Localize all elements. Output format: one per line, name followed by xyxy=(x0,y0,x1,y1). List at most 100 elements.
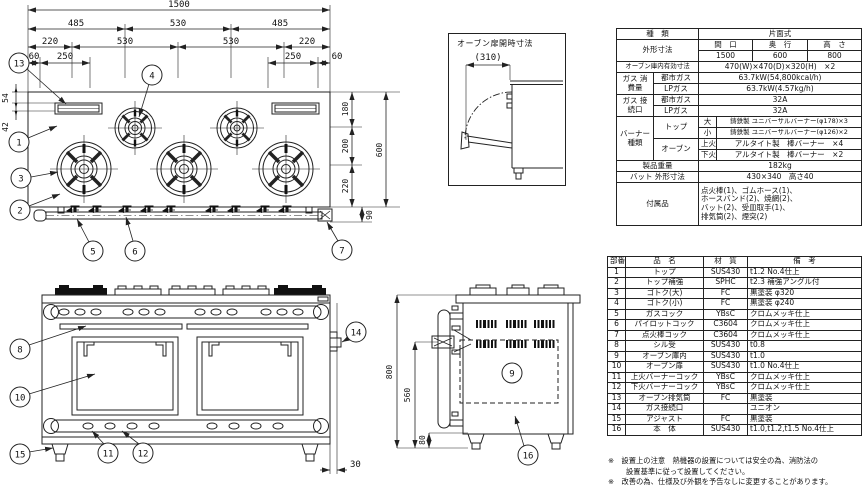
front-foot-left xyxy=(51,443,69,462)
part-material: SUS430 xyxy=(703,266,748,278)
oven-base xyxy=(512,167,563,180)
note-2: ※ 改善の為、仕様及び外観を予告なしに変更することがあります。 xyxy=(608,477,833,487)
svg-text:15: 15 xyxy=(15,451,26,461)
part-remarks: t1.0,t1.2,t1.5 No.4仕上 xyxy=(747,424,862,436)
svg-text:11: 11 xyxy=(103,450,114,460)
svg-text:14: 14 xyxy=(351,329,362,339)
spec-acc-label: 付属品 xyxy=(616,182,699,226)
dim-54: 54 xyxy=(1,93,10,103)
part-material: YBsC xyxy=(703,371,748,383)
part-name: ガス接続口 xyxy=(625,403,704,415)
part-name: ゴトク(大) xyxy=(625,287,704,299)
dim-30: 30 xyxy=(350,460,361,470)
spec-weight-label: 製品重量 xyxy=(616,160,699,172)
side-foot-back xyxy=(547,433,565,450)
parts-header-row: 部番 品 名 材 質 備 考 xyxy=(607,256,862,268)
large-burner-3 xyxy=(250,133,322,205)
bottom-rail xyxy=(43,418,329,434)
vent-slots xyxy=(476,320,555,348)
dim-180: 180 xyxy=(341,102,350,117)
door-swing-arc xyxy=(464,91,513,140)
spec-city-use: 63.7kW(54,800kcal/h) xyxy=(698,72,862,84)
spec-weight: 182kg xyxy=(698,160,862,172)
spec-lp-use: 63.7kW(4.57kg/h) xyxy=(698,83,862,95)
front-top-plate xyxy=(41,294,331,304)
part-material: FC xyxy=(703,392,748,404)
svg-text:12: 12 xyxy=(138,450,149,460)
part-remarks: 黒塗装 xyxy=(747,392,862,404)
acc-line-4: 排気筒(2)、煙突(2) xyxy=(701,211,768,221)
sill-receiver-right xyxy=(186,323,309,330)
part-remarks: クロムメッキ仕上 xyxy=(747,329,862,341)
dim-485-right: 485 xyxy=(272,19,288,29)
part-remarks: 黒塗装 φ240 xyxy=(747,298,862,310)
oven-door-open-title: オーブン扉開時寸法 xyxy=(457,39,534,48)
range-top-body xyxy=(27,91,331,208)
spec-outer-label: 外形寸法 xyxy=(616,39,699,62)
spec-kind-label: 種 類 xyxy=(616,28,699,40)
part-remarks: t1.0 xyxy=(747,350,862,362)
side-burner-profiles xyxy=(469,284,565,296)
part-name: ゴトク(小) xyxy=(625,298,704,310)
front-base xyxy=(41,436,331,445)
spec-burner-label: バーナー 種類 xyxy=(616,116,654,161)
footnotes: ※ 設置上の注意 熱機器の設置については安全の為、消防法の 設置基準に従って設置… xyxy=(608,456,863,488)
spec-col-w: 間 口 xyxy=(698,39,753,51)
gas-connection-fitting xyxy=(329,303,342,474)
callout-10: 10 xyxy=(9,373,96,408)
part-name: トップ補強 xyxy=(625,277,704,289)
acc-line-2: ホースバンド(2)、焼網(2)、 xyxy=(701,194,798,204)
open-door xyxy=(460,131,513,150)
pilot-window xyxy=(317,296,329,302)
spec-d: 600 xyxy=(752,50,808,62)
grate-silhouettes xyxy=(55,285,326,296)
callout-16: 16 xyxy=(514,415,539,466)
callout-8: 8 xyxy=(9,325,87,360)
door-handle xyxy=(155,341,167,357)
part-name: シル受 xyxy=(625,340,704,352)
spec-lower-label: 下火 xyxy=(698,149,717,161)
oven-exhaust-strip-right xyxy=(271,102,320,115)
part-material: SUS430 xyxy=(703,424,748,436)
spec-upper-label: 上火 xyxy=(698,138,717,150)
part-name: 下火バーナーコック xyxy=(625,382,704,394)
part-material: SUS430 xyxy=(703,350,748,362)
spec-kind-value: 片面式 xyxy=(698,28,862,40)
part-name: オーブン扉 xyxy=(625,361,704,373)
side-top-plate xyxy=(455,294,581,304)
dim-800: 800 xyxy=(385,365,394,380)
note-1-line-2: 設置基準に従って設置してください。 xyxy=(626,466,750,476)
acc-line-3: バット(2)、受皿取手(1)、 xyxy=(701,203,790,212)
part-material xyxy=(703,403,748,415)
part-remarks: t1.2 No.4仕上 xyxy=(747,266,862,278)
parts-header-remarks: 備 考 xyxy=(747,256,862,268)
door-handle xyxy=(208,341,220,357)
part-material: FC xyxy=(703,413,748,425)
part-remarks: 黒塗装 φ320 xyxy=(747,287,862,299)
spec-oven-lower: アルタイト製 棒バーナー ×2 xyxy=(716,149,862,161)
dim-90: 90 xyxy=(365,210,374,220)
part-name: オーブン庫内 xyxy=(625,350,704,362)
dim-600: 600 xyxy=(375,143,384,158)
dim-42: 42 xyxy=(1,122,10,132)
spec-conn-city-label: 都市ガス xyxy=(653,94,699,106)
svg-text:3: 3 xyxy=(18,175,23,185)
parts-header-no: 部番 xyxy=(607,256,626,268)
large-burner-1 xyxy=(48,133,120,205)
top-left-dims: 54 42 xyxy=(1,84,55,132)
part-material: YBsC xyxy=(703,382,748,394)
front-view-drawing: 30 8 10 15 11 12 xyxy=(9,285,367,474)
callout-9: 9 xyxy=(501,362,523,384)
part-material: SPHC xyxy=(703,277,748,289)
dim-200: 200 xyxy=(341,139,350,154)
callout-11: 11 xyxy=(91,430,119,464)
spec-col-h: 高 さ xyxy=(807,39,862,51)
